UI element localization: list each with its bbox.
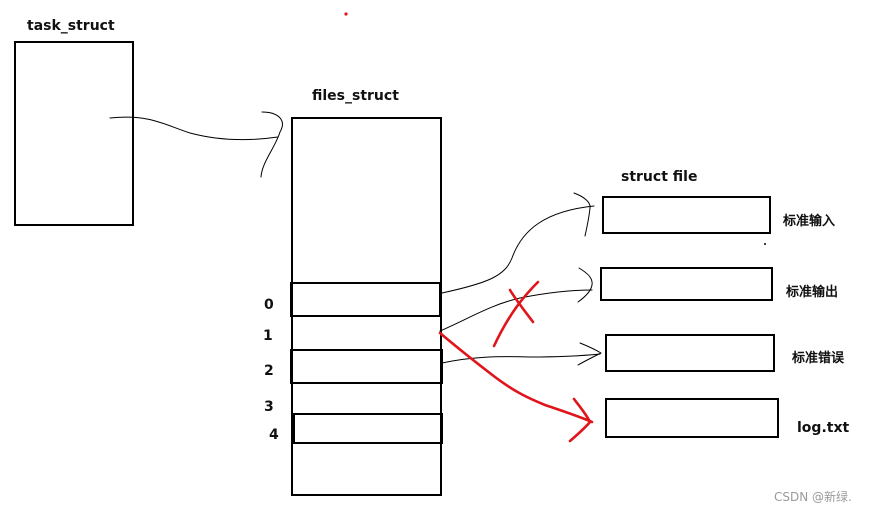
task-to-files-arrow (109, 116, 279, 141)
fd2-to-stderr-arrow (441, 353, 601, 364)
fd-index-2: 2 (264, 363, 274, 379)
watermark-text: CSDN @新绿. (774, 489, 852, 504)
fd1-to-stdout-arrowhead (577, 267, 593, 303)
fd-index-0: 0 (264, 297, 274, 313)
file-box-log (605, 398, 779, 438)
fd1-to-stdout-arrow (439, 289, 593, 332)
fd-slot-0 (290, 282, 441, 317)
task-struct-box (14, 41, 134, 226)
stray-red-dot (344, 12, 348, 16)
files-struct-label: files_struct (312, 88, 399, 104)
fd0-to-stdin-arrow (441, 205, 595, 294)
task-struct-label: task_struct (27, 18, 115, 34)
fd2-to-stderr-arrowhead (577, 342, 602, 366)
struct-file-label: struct file (621, 169, 697, 185)
file-box-stderr (605, 334, 775, 372)
task-to-files-arrowhead (260, 111, 283, 178)
stray-black-dot (764, 243, 766, 245)
files-struct-box (291, 117, 442, 496)
fd-index-4: 4 (269, 427, 279, 443)
fd1-to-log-redirect-arrow (438, 331, 594, 424)
fd-slot-4 (293, 413, 443, 444)
fd-index-3: 3 (264, 399, 274, 415)
fd0-to-stdin-arrowhead (573, 192, 591, 237)
file-label-stderr: 标准错误 (791, 350, 845, 366)
fd-slot-2 (290, 349, 443, 384)
fd1-to-log-redirect-arrowhead (568, 397, 592, 443)
red-cross-mark-b (492, 280, 540, 348)
file-box-stdout (600, 267, 773, 301)
file-label-log: log.txt (797, 420, 849, 436)
fd-index-1: 1 (263, 328, 273, 344)
file-label-stdout: 标准输出 (785, 284, 838, 300)
red-cross-mark-a (508, 288, 535, 324)
file-box-stdin (602, 196, 771, 234)
file-label-stdin: 标准输入 (782, 213, 835, 229)
